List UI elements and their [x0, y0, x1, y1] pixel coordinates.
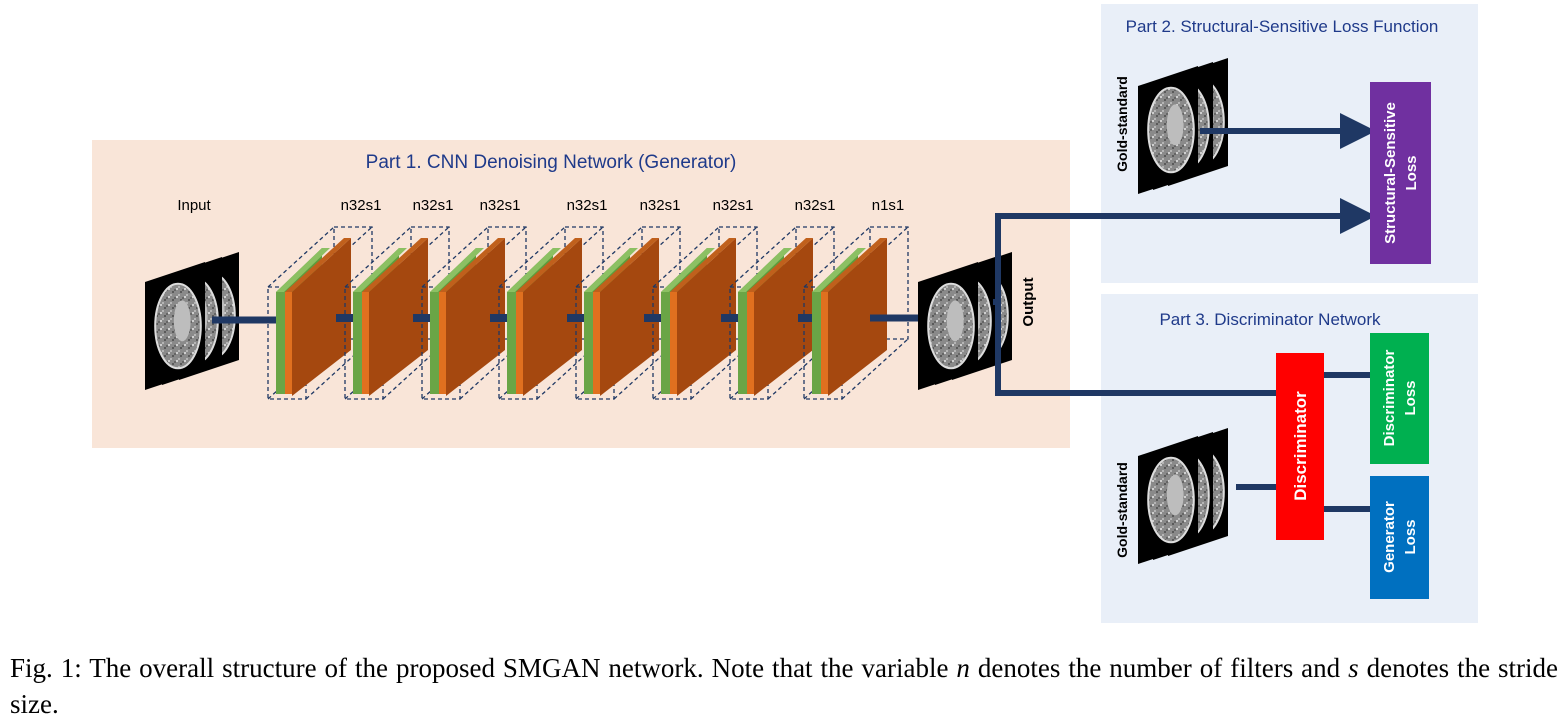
discriminator-loss-box	[1370, 333, 1429, 464]
layer-3: n32s1	[421, 197, 527, 400]
structural-loss-line2: Loss	[1403, 155, 1420, 190]
layer-label-6: n32s1	[713, 197, 754, 214]
gold-standard-label-part2: Gold-standard	[1114, 76, 1130, 172]
layer-1-activation	[292, 238, 351, 396]
generator-loss-box	[1370, 476, 1429, 599]
layer-label-2: n32s1	[413, 197, 454, 214]
figure-caption: Fig. 1: The overall structure of the pro…	[10, 650, 1558, 722]
gold3-slice-slice-1	[1138, 436, 1198, 564]
part2-title: Part 2. Structural-Sensitive Loss Functi…	[1126, 17, 1439, 36]
caption-text-2: denotes the number of filters and	[977, 653, 1341, 683]
layer-7-bn	[747, 292, 754, 394]
output-label: Output	[1020, 277, 1037, 326]
caption-fig-label: Fig. 1:	[10, 653, 82, 683]
input-ct-stack	[145, 252, 239, 390]
layer-7: n32s1	[729, 197, 836, 400]
layer-5-activation	[600, 238, 659, 396]
discriminator-label: Discriminator	[1291, 391, 1310, 501]
gold2-slice-slice-1	[1138, 66, 1198, 194]
input-label: Input	[177, 197, 211, 214]
layer-4: n32s1	[498, 197, 608, 400]
layer-3-activation	[446, 238, 505, 396]
layer-2-bn	[362, 292, 369, 394]
layer-label-1: n32s1	[341, 197, 382, 214]
layer-6: n32s1	[652, 197, 758, 400]
layer-label-7: n32s1	[795, 197, 836, 214]
layer-8-activation	[828, 238, 887, 396]
gold-standard-label-part3: Gold-standard	[1114, 462, 1130, 558]
layer-6-activation	[677, 238, 736, 396]
layer-6-bn	[670, 292, 677, 394]
generator-loss-line1: Generator	[1381, 501, 1398, 573]
smgan-architecture-diagram: Part 1. CNN Denoising Network (Generator…	[92, 4, 1478, 623]
gold-standard-stack-part2	[1138, 58, 1228, 194]
output-connectors	[993, 198, 1376, 396]
layer-1: n32s1	[267, 197, 382, 400]
caption-var-n: n	[956, 653, 970, 683]
gold-standard-stack-part3	[1138, 428, 1228, 564]
layer-5-bn	[593, 292, 600, 394]
discriminator-box	[1276, 353, 1324, 540]
discriminator-loss-line2: Loss	[1402, 380, 1419, 415]
layer-8-bn	[821, 292, 828, 394]
layer-label-5: n32s1	[640, 197, 681, 214]
layer-2-activation	[369, 238, 428, 396]
layer-1-bn	[285, 292, 292, 394]
discriminator-loss-line1: Discriminator	[1381, 349, 1398, 446]
structural-sensitive-loss-box	[1370, 82, 1431, 264]
layer-4-bn	[516, 292, 523, 394]
generator-loss-line2: Loss	[1402, 519, 1419, 554]
caption-var-s: s	[1348, 653, 1359, 683]
layer-label-3: n32s1	[480, 197, 521, 214]
layer-2: n32s1	[344, 197, 454, 400]
layer-7-activation	[754, 238, 813, 396]
part1-title: Part 1. CNN Denoising Network (Generator…	[366, 152, 737, 173]
layer-4-activation	[523, 238, 582, 396]
caption-text-1: The overall structure of the proposed SM…	[89, 653, 949, 683]
layer-3-bn	[439, 292, 446, 394]
cnn-layers: n32s1 n32s1 n32s1 n32s1 n32s1 n32s1 n32s1 n1s1	[212, 197, 920, 400]
input-slice-slice-1	[145, 262, 205, 390]
output-slice-slice-1	[918, 262, 978, 390]
caption-text-3: denotes the stride size.	[10, 653, 1559, 719]
layer-5: n32s1	[575, 197, 681, 400]
structural-loss-line1: Structural-Sensitive	[1382, 102, 1399, 244]
layer-label-4: n32s1	[567, 197, 608, 214]
layer-label-8: n1s1	[872, 197, 905, 214]
layer-8: n1s1	[803, 197, 909, 400]
part3-title: Part 3. Discriminator Network	[1159, 310, 1381, 329]
